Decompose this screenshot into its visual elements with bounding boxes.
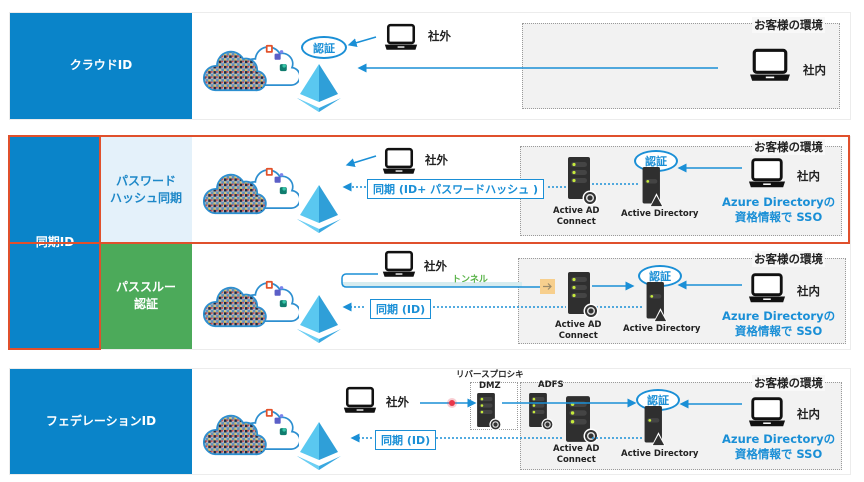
sync-id-badge: 同期 (ID): [370, 299, 432, 319]
label-cloud-id-text: クラウドID: [69, 58, 133, 73]
label-federation-id: フェデレーションID: [10, 369, 192, 474]
sync-id-badge: 同期 (ID): [375, 430, 437, 450]
customer-env-title: お客様の環境: [752, 251, 825, 267]
label-phs-text: パスワード ハッシュ同期: [109, 173, 182, 205]
auth-badge: 認証: [638, 265, 682, 287]
external-label: 社外: [428, 29, 451, 43]
label-federation-id-text: フェデレーションID: [45, 413, 157, 428]
sso-note: Azure Directoryの 資格情報で SSO: [722, 309, 836, 338]
auth-badge: 認証: [301, 36, 347, 59]
ad-connect-label: Active AD Connect: [555, 320, 602, 341]
tunnel-path: [341, 273, 540, 288]
external-label: 社外: [424, 259, 447, 273]
active-directory-label: Active Directory: [621, 209, 699, 219]
label-pass-through-auth: パススルー 認証: [100, 243, 192, 349]
label-pta-text: パススルー 認証: [115, 279, 176, 311]
internal-label: 社内: [797, 407, 820, 421]
ad-connect-label: Active AD Connect: [553, 444, 600, 465]
internal-label: 社内: [803, 63, 826, 77]
sso-note: Azure Directoryの 資格情報で SSO: [722, 195, 836, 224]
internal-label: 社内: [797, 169, 820, 183]
customer-env-title: お客様の環境: [752, 139, 825, 155]
adfs-label: ADFS: [538, 380, 564, 390]
label-cloud-id: クラウドID: [10, 13, 192, 119]
tunnel-label: トンネル: [452, 275, 488, 285]
label-password-hash-sync: パスワード ハッシュ同期: [100, 137, 192, 243]
active-directory-label: Active Directory: [623, 324, 701, 334]
active-directory-label: Active Directory: [621, 449, 699, 459]
sso-note: Azure Directoryの 資格情報で SSO: [722, 432, 836, 461]
internal-label: 社内: [797, 284, 820, 298]
customer-env-title: お客様の環境: [752, 375, 825, 391]
tunnel-band: [342, 282, 522, 287]
external-auth-arrow: [345, 155, 377, 167]
firewall-dot: [449, 400, 455, 406]
external-auth-arrow: [347, 36, 377, 48]
external-label: 社外: [425, 153, 448, 167]
external-label: 社外: [386, 395, 409, 409]
reverse-proxy-label: リバースプロシキ DMZ: [456, 370, 524, 391]
customer-env-title: お客様の環境: [752, 17, 825, 33]
sync-id-password-hash-badge: 同期 (ID+ パスワードハッシュ ): [367, 179, 544, 199]
ad-connect-label: Active AD Connect: [553, 206, 600, 227]
